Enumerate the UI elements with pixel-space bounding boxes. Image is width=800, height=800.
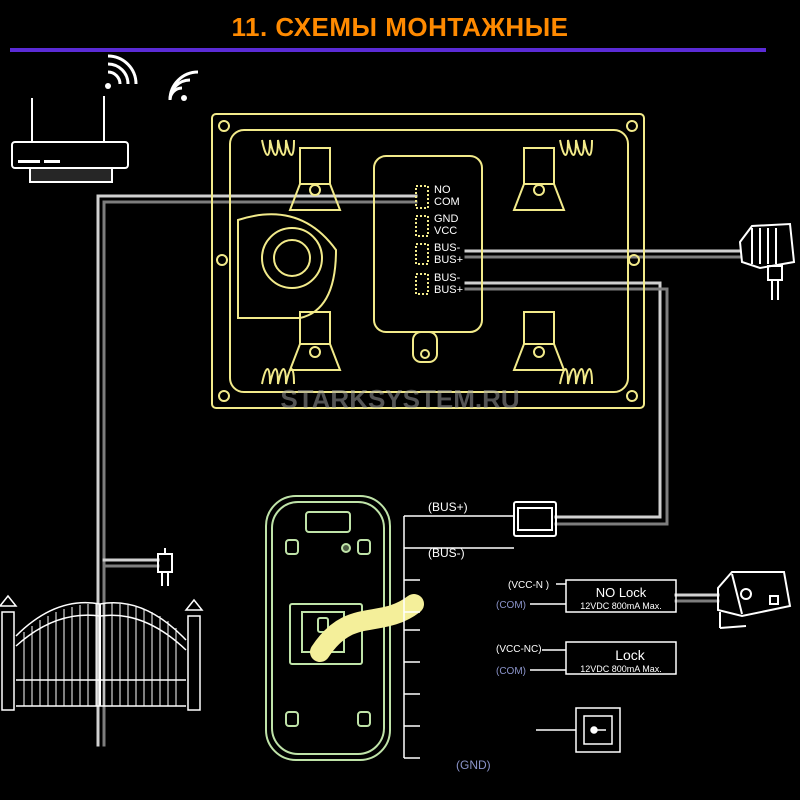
gate-icon xyxy=(0,594,204,711)
bus-plus-label: (BUS+) xyxy=(428,500,468,514)
exit-button-icon xyxy=(536,707,621,753)
cables xyxy=(96,194,742,747)
gate-plug-icon xyxy=(157,548,173,586)
nc-lock-vcc-label: (VCC-NC) xyxy=(496,644,542,655)
no-lock-block: (VCC-N ) (COM) NO Lock 12VDC 800mA Max. xyxy=(496,579,677,613)
panel-cable xyxy=(310,594,424,662)
terminal-bus-plus-1: BUS+ xyxy=(434,254,463,266)
nc-lock-com-label: (COM) xyxy=(496,666,526,677)
lock-icon xyxy=(717,571,792,629)
terminal-vcc: VCC xyxy=(434,225,457,237)
terminal-bus-plus-2: BUS+ xyxy=(434,284,463,296)
nc-lock-title: Lock xyxy=(615,647,646,663)
terminal-no: NO xyxy=(434,184,451,196)
terminal-gnd: GND xyxy=(434,213,459,225)
no-lock-vcc-label: (VCC-N ) xyxy=(508,580,549,591)
terminal-bus-minus-2: BUS- xyxy=(434,272,461,284)
monitor-terminal-labels: NO COM GND VCC BUS- BUS+ BUS- BUS+ xyxy=(434,184,463,296)
panel-wire-terminals xyxy=(403,515,514,759)
no-lock-title: NO Lock xyxy=(596,585,647,600)
wifi-icon xyxy=(105,54,199,101)
bus-minus-label: (BUS-) xyxy=(428,546,465,560)
bus-connector xyxy=(513,501,557,537)
gnd-label: (GND) xyxy=(456,758,491,772)
terminal-com: COM xyxy=(434,196,460,208)
power-adapter-icon xyxy=(738,222,796,300)
nc-lock-spec: 12VDC 800mA Max. xyxy=(580,664,662,674)
no-lock-spec: 12VDC 800mA Max. xyxy=(580,601,662,611)
watermark: STARKSYSTEM.RU xyxy=(280,384,519,414)
panel-labels: (BUS+) (BUS-) (GND) xyxy=(428,500,491,772)
page-title: 11. СХЕМЫ МОНТАЖНЫЕ xyxy=(231,12,569,42)
nc-lock-block: (VCC-NC) (COM) Lock 12VDC 800mA Max. xyxy=(496,641,677,677)
router-icon xyxy=(11,96,129,183)
monitor-unit xyxy=(211,113,645,409)
terminal-bus-minus-1: BUS- xyxy=(434,242,461,254)
page-title-wrap: 11. СХЕМЫ МОНТАЖНЫЕ xyxy=(0,12,800,43)
no-lock-com-label: (COM) xyxy=(496,600,526,611)
